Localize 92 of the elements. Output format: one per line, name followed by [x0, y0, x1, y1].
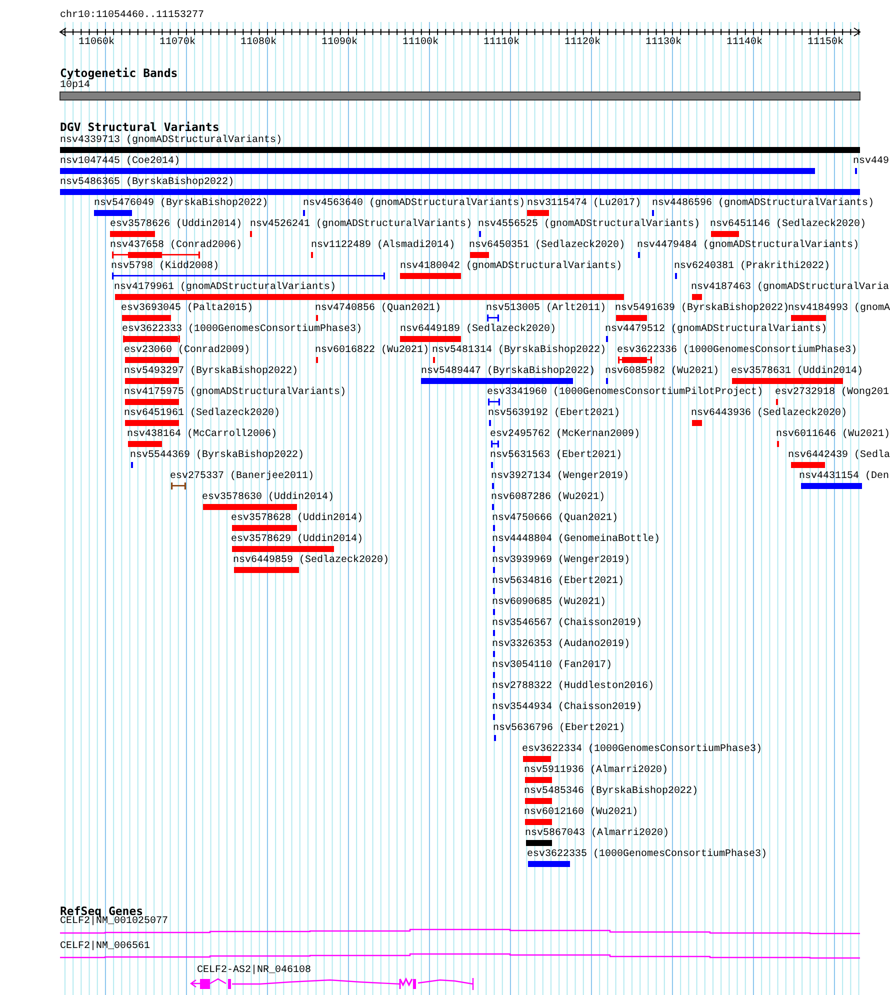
variant-label: esv3693045 (Palta2015) [121, 303, 254, 314]
variant-label: nsv4479512 (gnomADStructuralVariants) [605, 324, 828, 335]
variant-label: nsv6240381 (Prakrithi2022) [674, 261, 830, 272]
variant-label: nsv4431154 (Den [799, 471, 890, 482]
variant-label: nsv4486596 (gnomADStructuralVariants) [652, 198, 874, 209]
variant-label: nsv6442439 (Sedla [788, 450, 890, 461]
variant-label: nsv5485346 (ByrskaBishop2022) [524, 786, 698, 797]
variant-label: nsv449 [853, 156, 890, 167]
variant-label: nsv5493297 (ByrskaBishop2022) [124, 366, 298, 377]
variant-label: nsv4563640 (gnomADStructuralVariants) [303, 198, 526, 209]
variant-label: esv275337 (Banerjee2011) [170, 471, 314, 482]
tick-label: 11060k [78, 37, 114, 48]
variant-label: nsv4479484 (gnomADStructuralVariants) [637, 240, 860, 251]
track-title: DGV Structural Variants [60, 121, 220, 133]
variant-label: nsv5486365 (ByrskaBishop2022) [60, 177, 234, 188]
variant-label: nsv3927134 (Wenger2019) [491, 471, 630, 482]
variant-label: nsv4556525 (gnomADStructuralVariants) [478, 219, 700, 230]
variant-label: nsv437658 (Conrad2006) [110, 240, 242, 251]
variant-label: nsv4750666 (Quan2021) [492, 513, 618, 524]
tick-label: 11090k [321, 37, 358, 48]
tick-label: 11100k [402, 37, 438, 48]
variant-label: nsv6450351 (Sedlazeck2020) [469, 240, 626, 251]
variant-label: nsv6016822 (Wu2021) [315, 345, 430, 356]
variant-label: nsv4740856 (Quan2021) [315, 303, 442, 314]
variant-label: nsv6449859 (Sedlazeck2020) [233, 555, 390, 566]
variant-label: esv23060 (Conrad2009) [124, 345, 250, 356]
variant-label: nsv3326353 (Audano2019) [492, 639, 630, 650]
variant-label: esv3578626 (Uddin2014) [110, 219, 242, 230]
variant-label: nsv5639192 (Ebert2021) [488, 408, 620, 419]
variant-label: nsv5798 (Kidd2008) [111, 261, 220, 272]
variant-label: esv3341960 (1000GenomesConsortiumPilotProject) [487, 387, 764, 398]
variant-label: esv3622334 (1000GenomesConsortiumPhase3) [522, 744, 762, 755]
variant-label: nsv5489447 (ByrskaBishop2022) [421, 366, 596, 377]
variant-label: nsv1047445 (Coe2014) [60, 156, 180, 167]
variant-label: nsv438164 (McCarroll2006) [127, 429, 278, 440]
variant-label: nsv5491639 (ByrskaBishop2022) [615, 303, 790, 314]
variant-label: nsv4339713 (gnomADStructuralVariants) [60, 135, 282, 146]
variant-label: nsv5631563 (Ebert2021) [490, 450, 622, 461]
band-label: 10p14 [60, 80, 90, 91]
variant-label: nsv4448804 (GenomeinaBottle) [492, 534, 660, 545]
variant-label: esv3578631 (Uddin2014) [731, 366, 864, 377]
variant-label: nsv5867043 (Almarri2020) [525, 828, 670, 839]
tick-label: 11080k [240, 37, 276, 48]
track-title: Cytogenetic Bands [60, 67, 178, 79]
variant-label: nsv6449189 (Sedlazeck2020) [400, 324, 556, 335]
variant-label: nsv2788322 (Huddleston2016) [492, 681, 654, 692]
variant-label: nsv4175975 (gnomADStructuralVariants) [124, 387, 346, 398]
variant-label: nsv6011646 (Wu2021) [776, 429, 890, 440]
variant-label: esv3622333 (1000GenomesConsortiumPhase3) [122, 324, 362, 335]
variant-label: nsv5636796 (Ebert2021) [493, 723, 626, 734]
variant-label: esv3578630 (Uddin2014) [202, 492, 334, 503]
variant-label: esv3622336 (1000GenomesConsortiumPhase3) [617, 345, 858, 356]
variant-label: nsv3544934 (Chaisson2019) [492, 702, 642, 713]
coordinate-label: chr10:11054460..11153277 [60, 10, 204, 21]
tick-label: 11130k [645, 37, 682, 48]
variant-label: nsv6085982 (Wu2021) [605, 366, 720, 377]
variant-label: nsv3115474 (Lu2017) [527, 198, 642, 209]
variant-label: nsv4526241 (gnomADStructuralVariants) [250, 219, 472, 230]
variant-label: nsv5634816 (Ebert2021) [492, 576, 624, 587]
variant-label: nsv4180042 (gnomADStructuralVariants) [400, 261, 622, 272]
variant-label: nsv6443936 (Sedlazeck2020) [691, 408, 848, 419]
variant-label: nsv6012160 (Wu2021) [524, 807, 638, 818]
variant-label: nsv3546567 (Chaisson2019) [492, 618, 642, 629]
variant-label: nsv6451961 (Sedlazeck2020) [124, 408, 280, 419]
tick-label: 11070k [159, 37, 196, 48]
variant-label: nsv5544369 (ByrskaBishop2022) [130, 450, 304, 461]
tick-label: 11110k [483, 37, 520, 48]
tick-label: 11140k [726, 37, 762, 48]
variant-label: esv3578629 (Uddin2014) [231, 534, 364, 545]
variant-label: nsv4187463 (gnomADStructuralVaria [691, 282, 890, 293]
variant-label: nsv6451146 (Sedlazeck2020) [710, 219, 866, 230]
variant-label: esv2732918 (Wong201 [775, 387, 890, 398]
track-title: RefSeq Genes [60, 905, 144, 917]
variant-label: nsv6087286 (Wu2021) [491, 492, 606, 503]
variant-label: esv2495762 (McKernan2009) [490, 429, 640, 440]
variant-label: nsv1122489 (Alsmadi2014) [311, 240, 456, 251]
variant-label: nsv6090685 (Wu2021) [492, 597, 606, 608]
variant-label: esv3578628 (Uddin2014) [231, 513, 364, 524]
tick-label: 11120k [564, 37, 600, 48]
tick-label: 11150k [807, 37, 844, 48]
gene-label: CELF2-AS2|NR_046108 [197, 965, 312, 976]
variant-label: nsv513005 (Arlt2011) [486, 303, 606, 314]
variant-label: nsv5911936 (Almarri2020) [524, 765, 668, 776]
gene-label: CELF2|NM_001025077 [60, 916, 168, 927]
variant-label: nsv4179961 (gnomADStructuralVariants) [114, 282, 336, 293]
gene-label: CELF2|NM_006561 [60, 941, 150, 952]
variant-label: nsv5476049 (ByrskaBishop2022) [94, 198, 268, 209]
variant-label: nsv3939969 (Wenger2019) [492, 555, 630, 566]
variant-label: nsv3054110 (Fan2017) [492, 660, 612, 671]
variant-label: nsv4184993 (gnomA [788, 303, 890, 314]
variant-label: nsv5481314 (ByrskaBishop2022) [432, 345, 606, 356]
variant-label: esv3622335 (1000GenomesConsortiumPhase3) [527, 849, 768, 860]
